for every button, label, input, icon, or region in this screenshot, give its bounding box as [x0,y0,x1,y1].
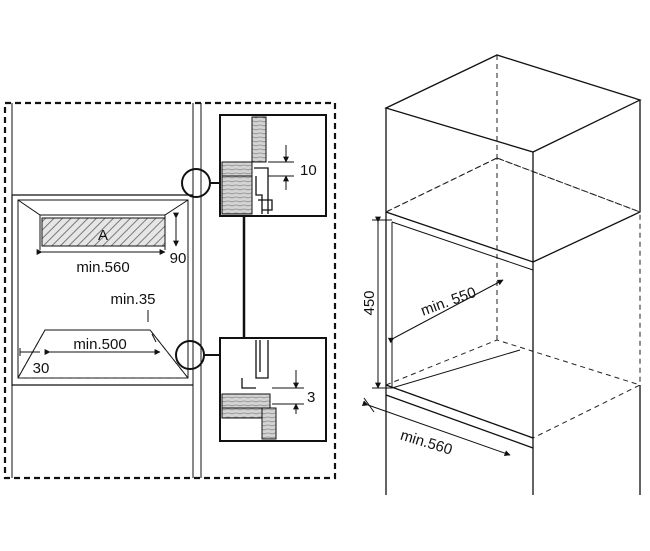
right-perspective-view: 450 min. 550 min.560 [361,54,642,495]
oven-top-profile [254,167,273,214]
front-30-label: 30 [33,360,50,377]
upper-cabinet-hidden [385,55,641,213]
right-width-tick [363,397,375,413]
cabinet-frame [385,212,641,495]
niche-cavity [385,157,641,439]
right-height-label: 450 [361,290,378,315]
front-30-dim [19,348,40,356]
wood-top-lower [221,175,253,215]
wood-top-shelf [221,161,253,177]
height-90-label: 90 [170,250,187,267]
niche-floor-dashed [17,329,189,379]
left-front-view: A min.560 90 min.35 min.500 30 [3,101,337,480]
oven-bottom-profile [241,340,269,389]
upper-cabinet [384,54,642,263]
detail-box-top: 10 [219,114,327,217]
gap-35-label: min.35 [110,291,155,308]
gap-35-arrows [147,310,157,343]
right-depth-dim [387,279,504,344]
wood-bottom-shelf [221,393,271,409]
left-width-label: min.560 [76,259,129,276]
gap-3-label: 3 [307,389,315,406]
callout-circle-top [181,168,211,198]
right-depth-label: min. 550 [419,284,479,320]
right-width-dim [361,400,511,457]
callout-circle-bottom [175,340,205,370]
left-depth-label: min.500 [73,336,126,353]
zone-a-hatch [41,217,166,247]
right-width-label: min.560 [398,427,454,459]
outer-dashed-frame [3,101,337,480]
detail-box-bottom: 3 [219,337,327,442]
niche-outline [11,194,193,386]
wood-bottom-lower [221,407,263,419]
wood-top-vertical [251,116,267,163]
wood-bottom-vertical [261,407,277,440]
gap-10-label: 10 [300,162,317,179]
zone-a-label: A [98,227,108,244]
